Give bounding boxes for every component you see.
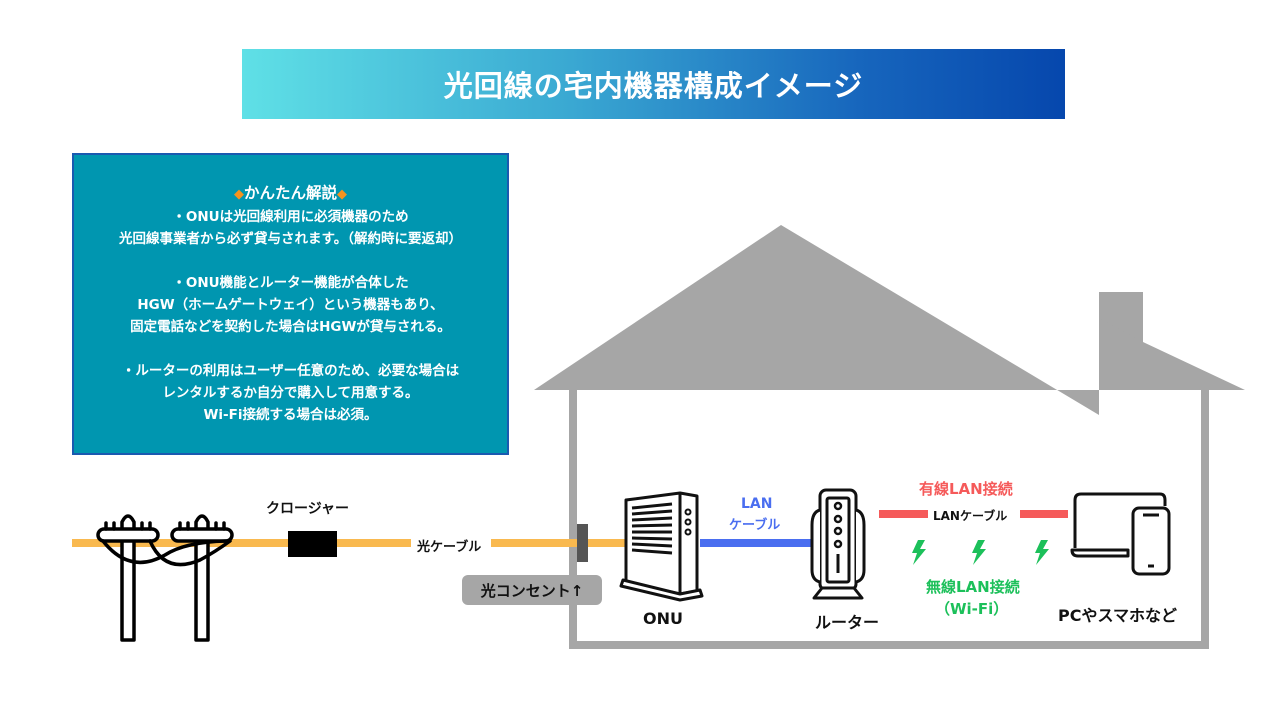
page-title: 光回線の宅内機器構成イメージ [443,69,864,103]
explanation-line: Wi-Fi接続する場合は必須。 [203,407,378,423]
lightning-icon [1035,540,1049,565]
diamond-icon: ◆ [233,187,244,202]
explanation-paragraph: ・ONU機能とルーター機能が合体した HGW（ホームゲートウェイ）という機器もあ… [74,272,507,338]
closure-label: クロージャー [266,501,350,517]
house-icon [534,225,1245,649]
devices-label: PCやスマホなど [1058,606,1177,625]
wireless-wifi-label: （Wi-Fi） [935,600,1009,618]
utility-pole-icon [96,514,234,642]
smartphone-icon [1131,506,1171,576]
explanation-line: 光回線事業者から必ず貸与されます。（解約時に要返却） [119,231,462,247]
explanation-line: ・ONUは光回線利用に必須機器のため [172,209,409,225]
optical-outlet-icon [577,524,588,562]
wired-cable-label: LANケーブル [933,509,1008,523]
optical-outlet-label: 光コンセント↑ [462,575,602,605]
laptop-icon [1070,492,1167,558]
wired-connection-label: 有線LAN接続 [919,480,1013,498]
wireless-connection-label: 無線LAN接続 [926,578,1020,596]
diamond-icon: ◆ [337,187,347,202]
title-banner: 光回線の宅内機器構成イメージ [242,49,1065,119]
lan-cable-label-line2: ケーブル [729,518,781,533]
lan-cable-label-line1: LAN [741,496,773,512]
explanation-paragraph: ・ルーターの利用はユーザー任意のため、必要な場合は レンタルするか自分で購入して… [74,360,507,426]
explanation-line: レンタルするか自分で購入して用意する。 [162,385,419,401]
router-icon [810,488,866,600]
onu-icon [619,491,704,602]
explanation-line: ・ルーターの利用はユーザー任意のため、必要な場合は [121,363,460,379]
onu-label: ONU [643,609,683,628]
explanation-line: ・ONU機能とルーター機能が合体した [172,275,409,291]
closure-icon [288,531,337,557]
lightning-icon [912,540,926,565]
lightning-icon [972,540,986,565]
explanation-paragraph: ・ONUは光回線利用に必須機器のため 光回線事業者から必ず貸与されます。（解約時… [74,206,507,250]
explanation-line: HGW（ホームゲートウェイ）という機器もあり、 [137,297,444,313]
explanation-heading: ◆かんたん解説◆ [74,182,507,206]
explanation-line: 固定電話などを契約した場合はHGWが貸与される。 [130,319,451,335]
router-label: ルーター [815,613,880,632]
explanation-box: ◆かんたん解説◆ ・ONUは光回線利用に必須機器のため 光回線事業者から必ず貸与… [72,153,509,455]
heading-text: かんたん解説 [243,184,337,202]
fiber-cable-label: 光ケーブル [417,540,482,555]
